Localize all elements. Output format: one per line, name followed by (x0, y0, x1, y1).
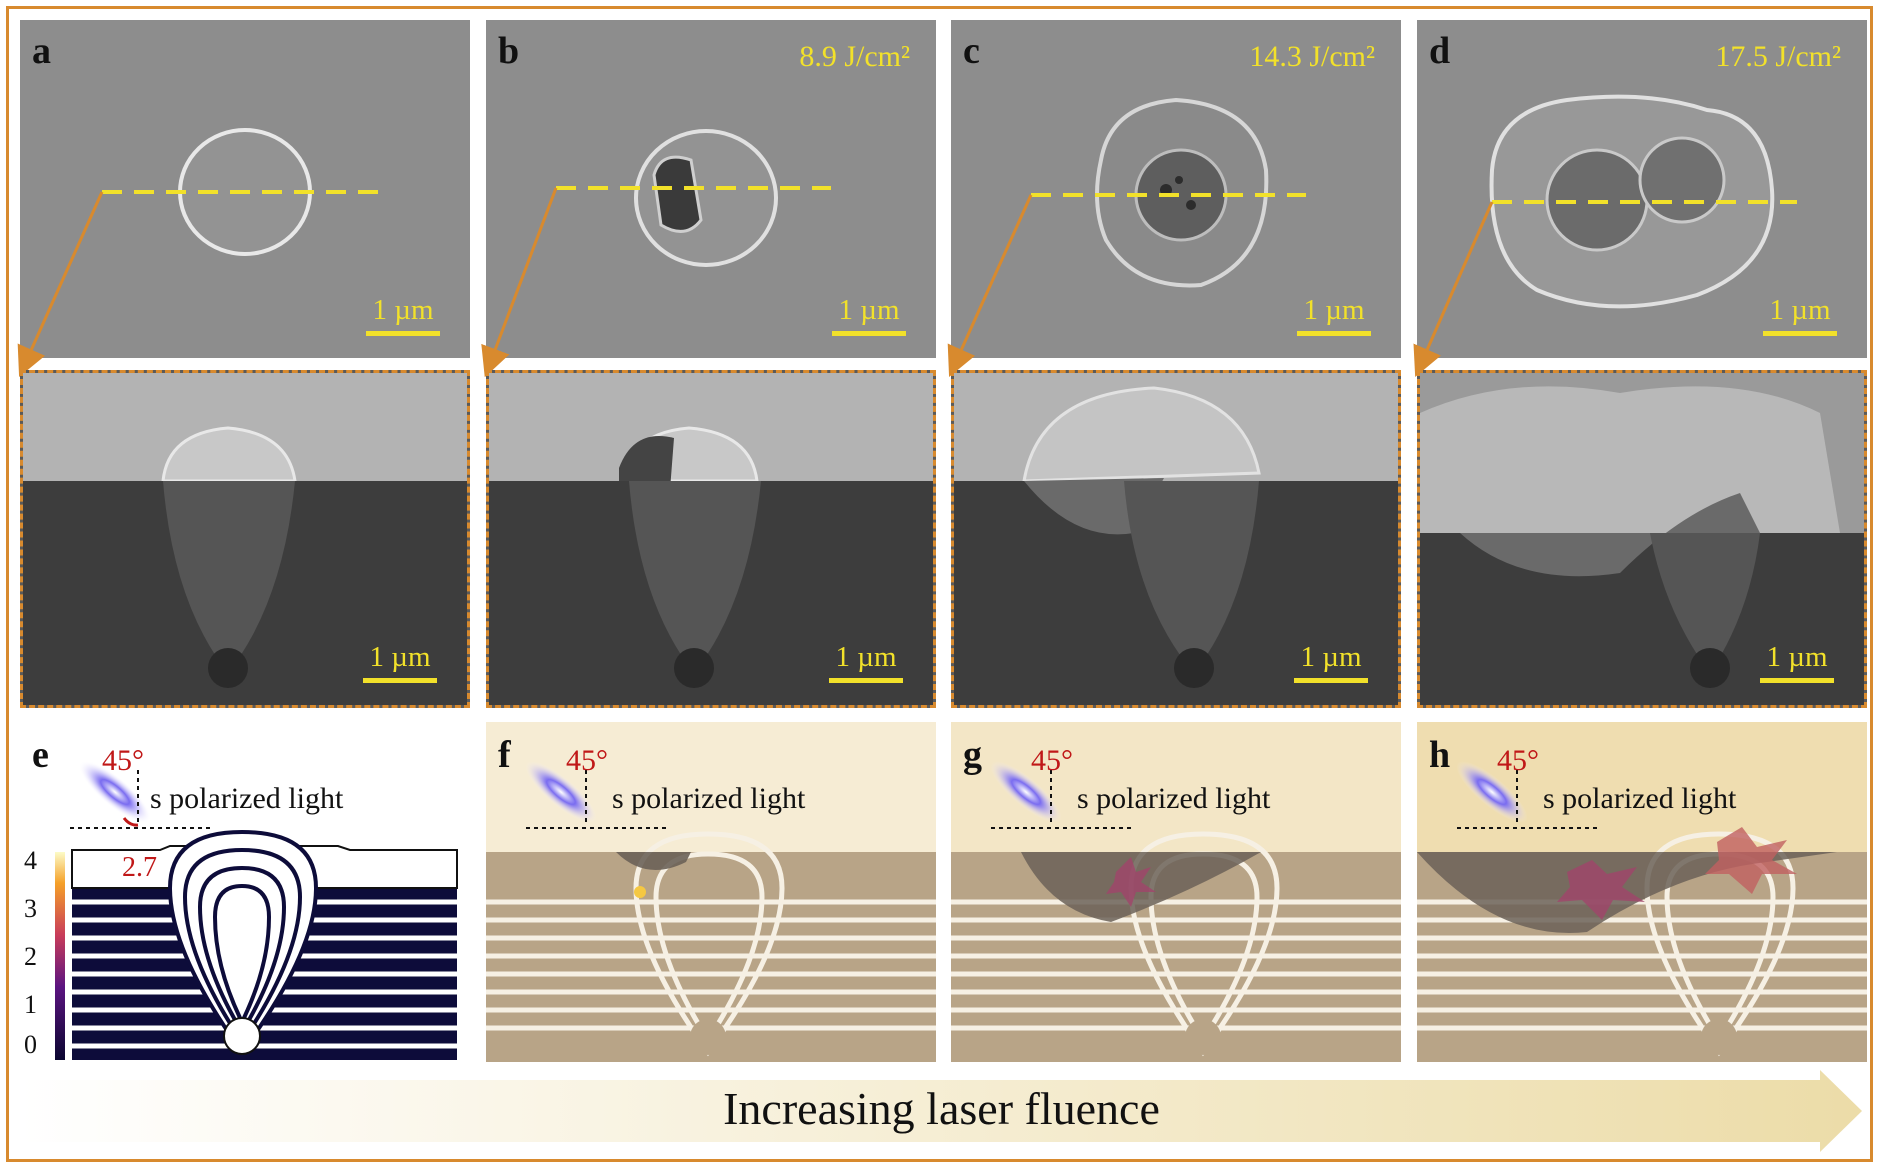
figure-frame (6, 6, 1873, 1162)
schematic-image (486, 761, 936, 1062)
polarization-label: s polarized light (612, 782, 806, 815)
panel-a-image (102, 128, 380, 256)
scale-label: 1 µm (835, 641, 897, 673)
scale-bar: 1 µm (1760, 641, 1834, 683)
panel-e-schematic: e 45° s polarized light 2.7 4 3 2 1 0 (20, 722, 470, 1062)
schematic-image (1417, 761, 1867, 1062)
polarization-label: s polarized light (1543, 782, 1737, 815)
panel-a-cross: 1 µm (20, 370, 470, 708)
fluence-label: 14.3 J/cm² (1249, 40, 1375, 73)
field-simulation (55, 761, 458, 1060)
pointer-arrows (17, 187, 1494, 378)
scale-label: 1 µm (838, 294, 900, 326)
colorbar-tick: 1 (24, 990, 37, 1019)
cross-section-image (1420, 373, 1864, 705)
cross-section-image (23, 373, 467, 705)
scale-bar-line (1760, 678, 1834, 683)
panel-c-cross: 1 µm (951, 370, 1401, 708)
panel-f-schematic: f 45° s polarized light (486, 722, 936, 1062)
panel-b-image (556, 129, 831, 267)
scale-bar: 1 µm (1297, 294, 1371, 336)
incidence-angle: 45° (566, 744, 608, 777)
fluence-arrow-label: Increasing laser fluence (723, 1083, 1160, 1134)
incidence-angle: 45° (1497, 744, 1539, 777)
colorbar-tick: 0 (24, 1030, 37, 1059)
panel-g-schematic: g 45° s polarized light (951, 722, 1401, 1062)
cross-section-image (954, 373, 1398, 705)
max-field-label: 2.7 (122, 852, 157, 883)
scale-bar-line (1297, 331, 1371, 336)
scale-label: 1 µm (369, 641, 431, 673)
panel-d-cross: 1 µm (1417, 370, 1867, 708)
incidence-angle: 45° (102, 744, 144, 777)
panel-d-image (1489, 94, 1797, 309)
scale-bar-line (363, 678, 437, 683)
fluence-label: 17.5 J/cm² (1715, 40, 1841, 73)
panel-letter: c (963, 30, 980, 72)
cross-section-image (489, 373, 933, 705)
panel-letter: g (963, 734, 982, 776)
scale-label: 1 µm (1303, 294, 1365, 326)
panel-letter: f (498, 734, 511, 776)
colorbar-tick: 4 (24, 846, 37, 875)
panel-letter: e (32, 734, 49, 776)
scale-label: 1 µm (1300, 641, 1362, 673)
scale-bar-line (366, 331, 440, 336)
scale-label: 1 µm (1769, 294, 1831, 326)
panel-letter: h (1429, 734, 1451, 776)
panel-letter: b (498, 30, 520, 72)
colorbar-tick: 2 (24, 942, 37, 971)
panel-c-image (1031, 97, 1306, 288)
fluence-label: 8.9 J/cm² (799, 40, 910, 73)
panel-c-top: c 14.3 J/cm² 1 µm (951, 20, 1401, 358)
incidence-angle: 45° (1031, 744, 1073, 777)
scale-bar: 1 µm (829, 641, 903, 683)
scale-bar-line (832, 331, 906, 336)
colorbar-tick: 3 (24, 894, 37, 923)
panel-b-cross: 1 µm (486, 370, 936, 708)
scale-bar: 1 µm (832, 294, 906, 336)
scale-bar: 1 µm (1294, 641, 1368, 683)
panel-b-top: b 8.9 J/cm² 1 µm (486, 20, 936, 358)
scale-bar: 1 µm (1763, 294, 1837, 336)
schematic-image (951, 761, 1401, 1062)
polarization-label: s polarized light (150, 782, 344, 815)
scale-label: 1 µm (1766, 641, 1828, 673)
panel-d-top: d 17.5 J/cm² 1 µm (1417, 20, 1867, 358)
panel-h-schematic: h 45° s polarized light (1417, 722, 1867, 1062)
polarization-label: s polarized light (1077, 782, 1271, 815)
panel-a-top: a 1 µm (20, 20, 470, 358)
scale-bar: 1 µm (366, 294, 440, 336)
scale-bar-line (1294, 678, 1368, 683)
panel-letter: d (1429, 30, 1451, 72)
scale-bar-line (1763, 331, 1837, 336)
scale-bar-line (829, 678, 903, 683)
panel-letter: a (32, 30, 51, 72)
scale-bar: 1 µm (363, 641, 437, 683)
scale-label: 1 µm (372, 294, 434, 326)
